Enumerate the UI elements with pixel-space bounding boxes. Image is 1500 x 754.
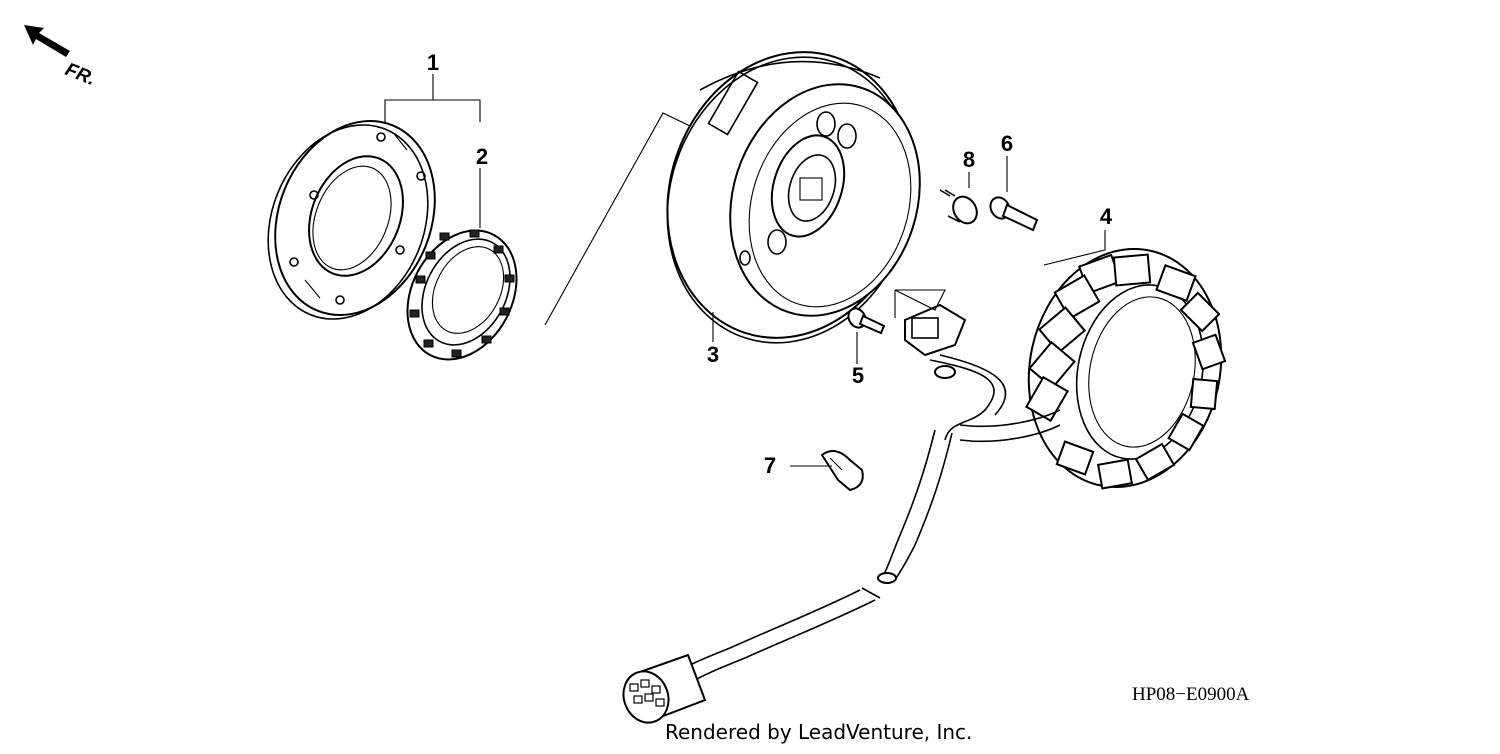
- front-direction-label: FR.: [62, 59, 98, 90]
- starter-clutch-plate: [267, 120, 436, 320]
- wire-clip: [820, 450, 864, 492]
- collar-part: [939, 189, 978, 225]
- wire-harness: [679, 354, 1061, 681]
- callout-2: 2: [476, 144, 488, 169]
- callout-8: 8: [963, 147, 975, 172]
- bolt-part-6: [989, 196, 1039, 232]
- callout-5: 5: [852, 363, 864, 388]
- front-arrow-icon: [24, 25, 70, 57]
- leader-lines: [384, 74, 1106, 467]
- callout-6: 6: [1001, 131, 1013, 156]
- callout-3: 3: [707, 342, 719, 367]
- wire-connector: [622, 653, 707, 724]
- callout-1: 1: [427, 50, 439, 75]
- callout-4: 4: [1100, 204, 1113, 229]
- pulse-generator: [904, 303, 967, 379]
- bolt-part-5: [847, 307, 886, 335]
- credit-text: Rendered by LeadVenture, Inc.: [665, 720, 972, 744]
- flywheel: [666, 51, 921, 344]
- one-way-clutch: [406, 229, 518, 361]
- diagram-code: HP08−E0900A: [1132, 684, 1250, 705]
- callout-7: 7: [764, 453, 776, 478]
- stator: [1025, 247, 1227, 490]
